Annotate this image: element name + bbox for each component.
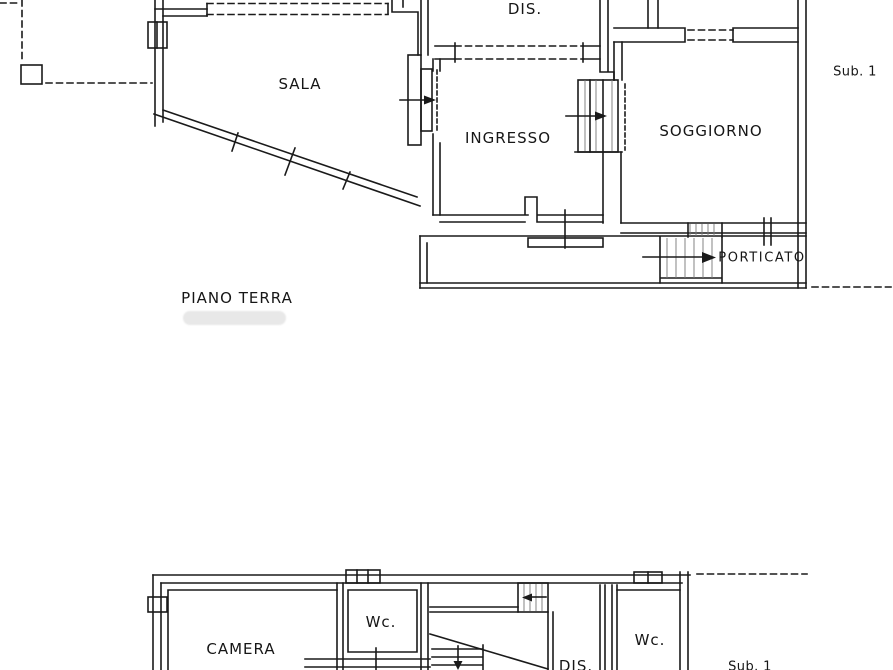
door-arrow-icon xyxy=(424,95,436,105)
ff-wc-left-walls xyxy=(304,582,431,670)
room-label-sala: SALA xyxy=(278,75,322,93)
ff-dis-wc-walls xyxy=(547,584,681,670)
porticato-arrow-icon xyxy=(702,252,716,263)
gf-dis-walls xyxy=(420,0,601,63)
room-label-wc-2: Wc. xyxy=(634,631,666,649)
room-label-ingresso: INGRESSO xyxy=(464,129,552,147)
highlight-pill xyxy=(183,311,286,325)
floor-title-piano-terra: PIANO TERRA xyxy=(181,289,293,307)
room-label-camera: CAMERA xyxy=(206,640,276,658)
room-label-wc-1: Wc. xyxy=(365,613,397,631)
stair-arrow-icon xyxy=(595,111,607,121)
gf-ingresso-walls xyxy=(432,58,604,249)
ff-camera-walls xyxy=(167,582,344,670)
gf-door-sala-ingresso xyxy=(399,54,438,146)
stair-down-arrow-icon xyxy=(453,661,463,670)
gf-soggiorno-walls xyxy=(613,0,807,289)
room-label-dis-ff: DIS. xyxy=(558,657,594,670)
gf-porticato xyxy=(419,222,892,289)
gf-site-boundary xyxy=(0,0,153,85)
room-label-porticato: PORTICATO xyxy=(718,250,806,266)
sub-label-ff: Sub. 1 xyxy=(728,659,772,670)
room-label-soggiorno: SOGGIORNO xyxy=(659,122,763,140)
room-label-dis-gf: DIS. xyxy=(507,0,543,18)
ff-staircase xyxy=(429,582,549,670)
gf-sala-walls xyxy=(147,0,422,208)
sub-label-gf: Sub. 1 xyxy=(833,64,877,80)
gf-staircase xyxy=(565,0,626,224)
stair-up-arrow-icon xyxy=(522,593,532,602)
